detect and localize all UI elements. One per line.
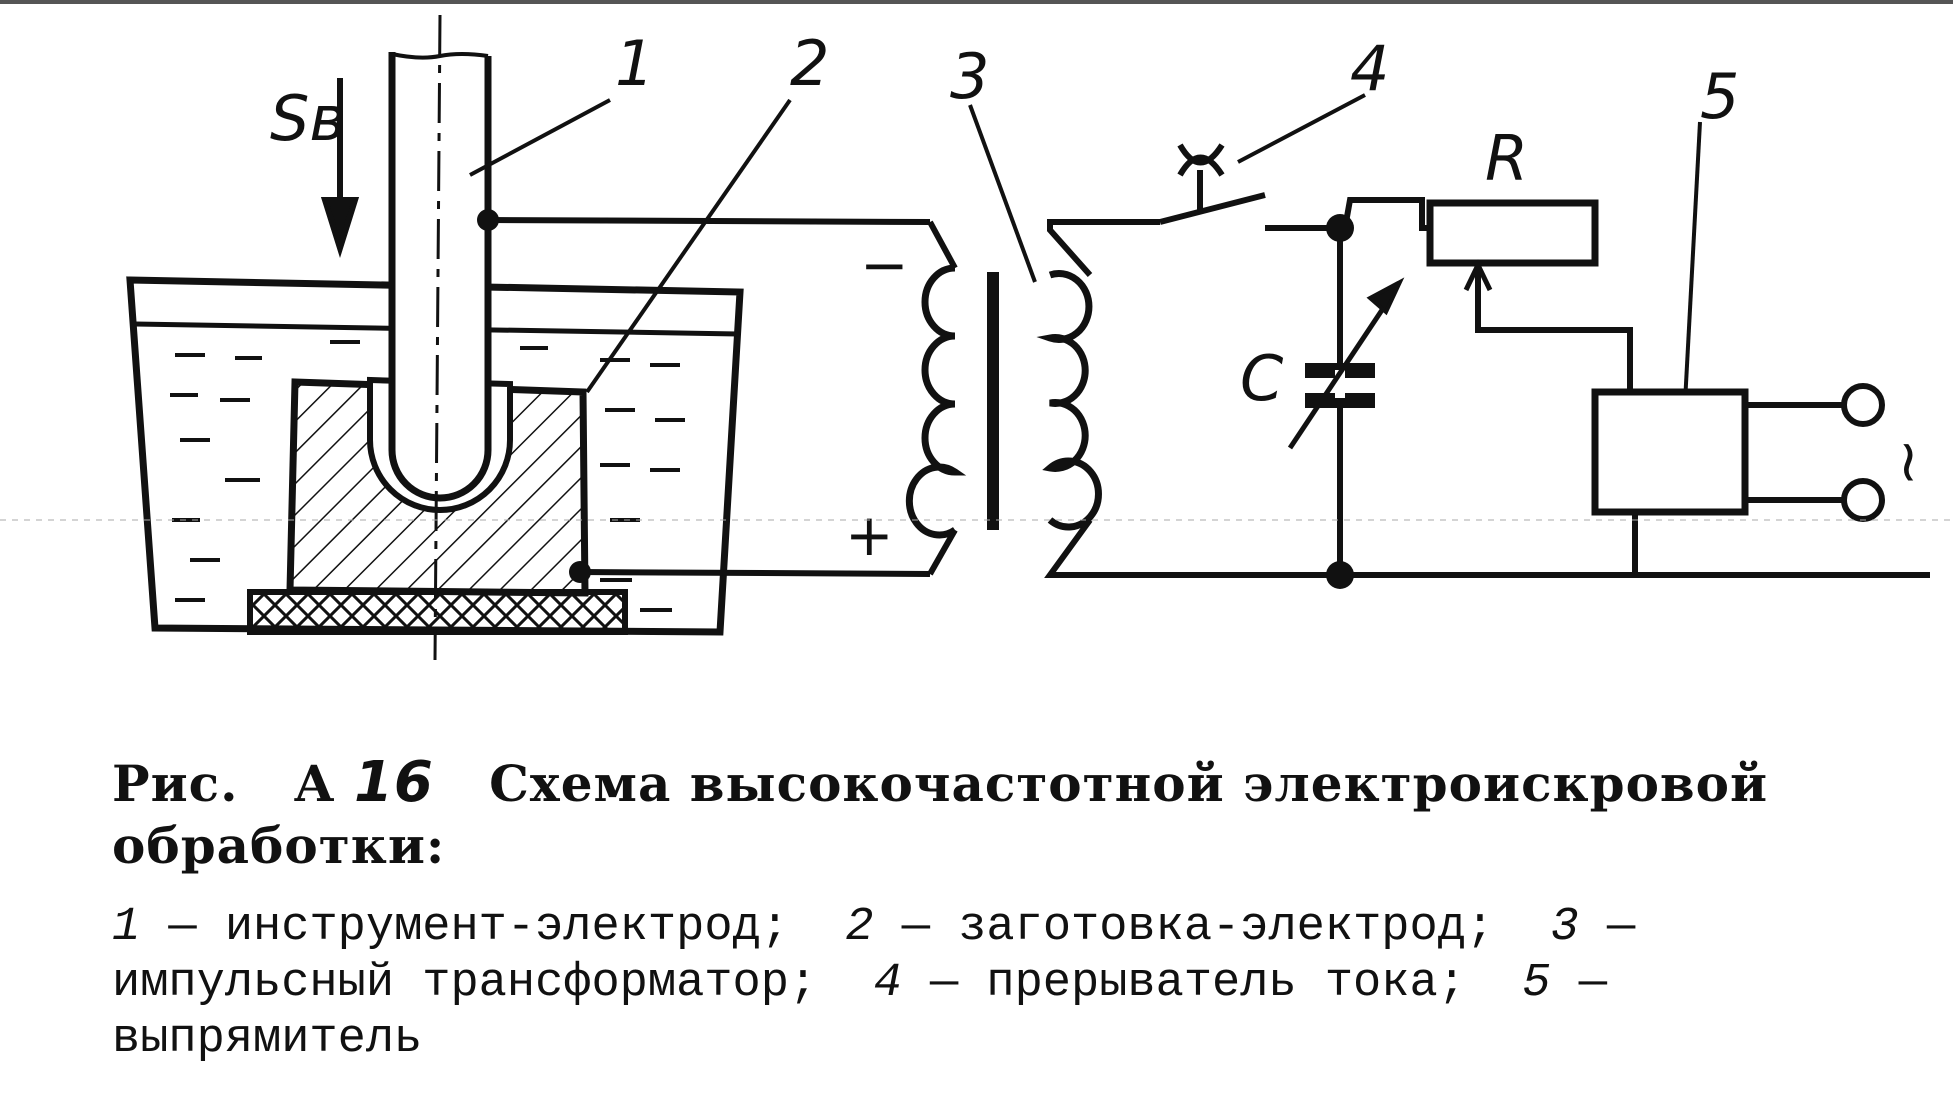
legend-item: 5 — выпрямитель	[112, 957, 1607, 1066]
tool-electrode	[388, 52, 492, 502]
transformer-primary-coil	[905, 264, 967, 539]
rheostat	[1426, 199, 1599, 295]
caption-letter: А	[293, 754, 336, 813]
caption-prefix: Рис.	[112, 754, 239, 813]
legend-item: 2 — заготовка-электрод;	[845, 901, 1495, 954]
figure-legend: 1 — инструмент-электрод; 2 — заготовка-э…	[112, 900, 1922, 1068]
rectifier-box	[1591, 388, 1749, 516]
capacitor-label: C	[1240, 342, 1284, 415]
legend-item: 4 — прерыватель тока;	[873, 957, 1466, 1010]
ac-symbol: ~	[1876, 438, 1944, 487]
center-axis	[433, 14, 442, 661]
figure-caption: Рис. А 16 Схема высокочастотной электрои…	[112, 752, 1922, 877]
callout-4: 4	[1350, 32, 1389, 105]
current-interrupter	[1159, 143, 1266, 225]
circuit-diagram: Sв 1 2 3 4 5 − +	[0, 0, 1953, 661]
legend-item: 3 — импульсный трансформатор;	[112, 901, 1636, 1010]
feed-label: Sв	[270, 82, 346, 155]
caption-number: 16	[353, 750, 434, 815]
mains-terminals	[1841, 383, 1885, 522]
plus-sign: +	[845, 501, 894, 569]
leader-lines	[469, 93, 1702, 441]
minus-sign: −	[860, 231, 909, 299]
transformer-core	[987, 272, 999, 530]
electrode-base-plate	[247, 589, 628, 635]
transformer-secondary-coil	[1036, 270, 1102, 531]
caption-title: Схема высокочастотной электроискровой об…	[112, 754, 1769, 875]
legend-item: 1 — инструмент-электрод;	[112, 901, 789, 954]
callout-5: 5	[1700, 60, 1739, 133]
resistor-label: R	[1485, 122, 1528, 195]
feed-arrow	[320, 78, 360, 259]
callout-3: 3	[950, 40, 989, 113]
callout-1: 1	[615, 27, 654, 100]
variable-capacitor	[1287, 277, 1405, 450]
callout-2: 2	[790, 27, 829, 100]
wires	[487, 197, 1930, 578]
